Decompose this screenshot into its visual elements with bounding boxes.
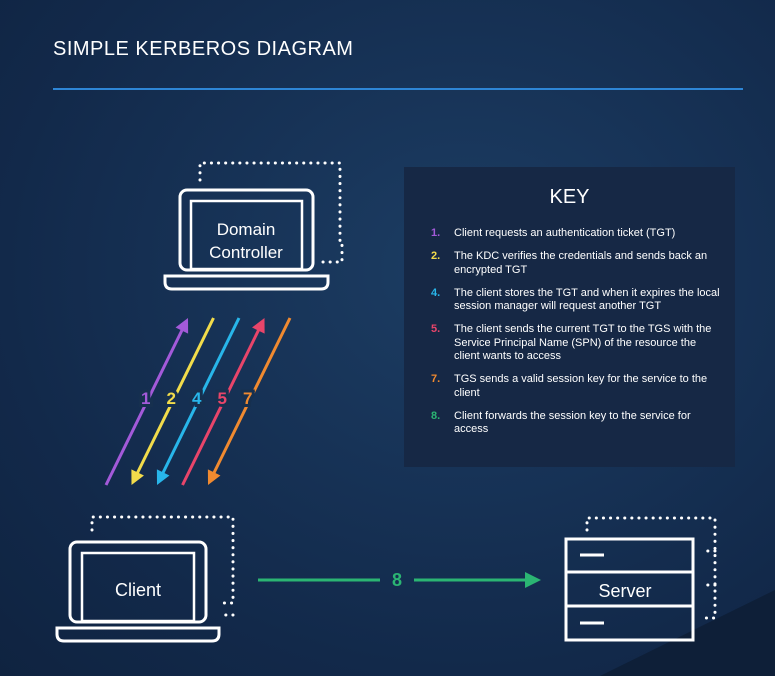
page-title: SIMPLE KERBEROS DIAGRAM: [53, 38, 354, 60]
title-divider: [53, 88, 743, 90]
arrow-1-label: 1: [141, 389, 150, 408]
arrow-5-line: [181, 328, 261, 486]
arrow-5-label: 5: [218, 389, 227, 408]
key-item-text: TGS sends a valid session key for the se…: [454, 373, 708, 399]
arrow-4-label: 4: [192, 389, 202, 408]
domain-controller-label-line2: Controller: [209, 243, 283, 262]
server-dotted-outline: [585, 516, 717, 620]
arrow-4-line: [160, 317, 241, 475]
client-server-link: 8: [258, 570, 541, 590]
key-item-text: The client stores the TGT and when it ex…: [454, 286, 720, 313]
key-item: 8. Client forwards the session key to the…: [431, 410, 721, 437]
key-item: 4. The client stores the TGT and when it …: [431, 287, 721, 314]
key-item-number: 2.: [431, 250, 441, 262]
key-item-number: 5.: [431, 323, 441, 335]
key-item: 1. Client requests an authentication tick…: [431, 227, 721, 241]
arrow-7-head: [207, 469, 221, 485]
arrow-1-head: [175, 318, 189, 334]
key-item-number: 8.: [431, 409, 441, 422]
client-node: Client: [55, 515, 235, 643]
server-chassis: [564, 537, 695, 642]
arrow-2-head: [131, 469, 144, 485]
client-dotted-outline: [90, 515, 235, 605]
key-item: 5. The client sends the current TGT to th…: [431, 323, 721, 364]
background-wedge: [600, 590, 775, 676]
arrow-2-label: 2: [167, 389, 176, 408]
client-base: [55, 626, 221, 643]
client-label: Client: [115, 580, 161, 600]
arrow-7-label: 7: [243, 389, 252, 408]
arrow-5-head: [252, 318, 265, 334]
arrow-1-line: [104, 328, 185, 486]
link-label: 8: [392, 570, 402, 590]
client-inner-screen: [80, 551, 196, 623]
link-arrowhead: [525, 572, 541, 588]
arrow-2-line: [135, 317, 215, 475]
server-node: Server: [564, 516, 717, 642]
domain-controller-label-line1: Domain: [217, 220, 276, 239]
key-item-text: Client forwards the session key to the s…: [454, 409, 691, 436]
domain-controller-base: [163, 274, 330, 291]
arrow-7-line: [211, 317, 292, 475]
arrow-4-head: [156, 469, 170, 485]
key-item-number: 4.: [431, 286, 441, 299]
key-item-text: Client requests an authentication ticket…: [454, 227, 676, 239]
domain-controller-node: Domain Controller: [163, 161, 344, 291]
key-item-text: The client sends the current TGT to the …: [454, 323, 712, 362]
key-item-number: 1.: [431, 227, 441, 239]
key-item: 2. The KDC verifies the credentials and s…: [431, 250, 721, 277]
key-title: KEY: [549, 186, 590, 208]
key-item-text: The KDC verifies the credentials and sen…: [454, 250, 708, 276]
key-item: 7. TGS sends a valid session key for the …: [431, 373, 721, 400]
key-panel: KEY 1. Client requests an authentication …: [404, 167, 735, 467]
domain-controller-inner-screen: [189, 199, 304, 271]
key-list: 1. Client requests an authentication tick…: [431, 227, 721, 446]
server-label: Server: [598, 581, 651, 601]
key-item-number: 7.: [431, 373, 441, 385]
